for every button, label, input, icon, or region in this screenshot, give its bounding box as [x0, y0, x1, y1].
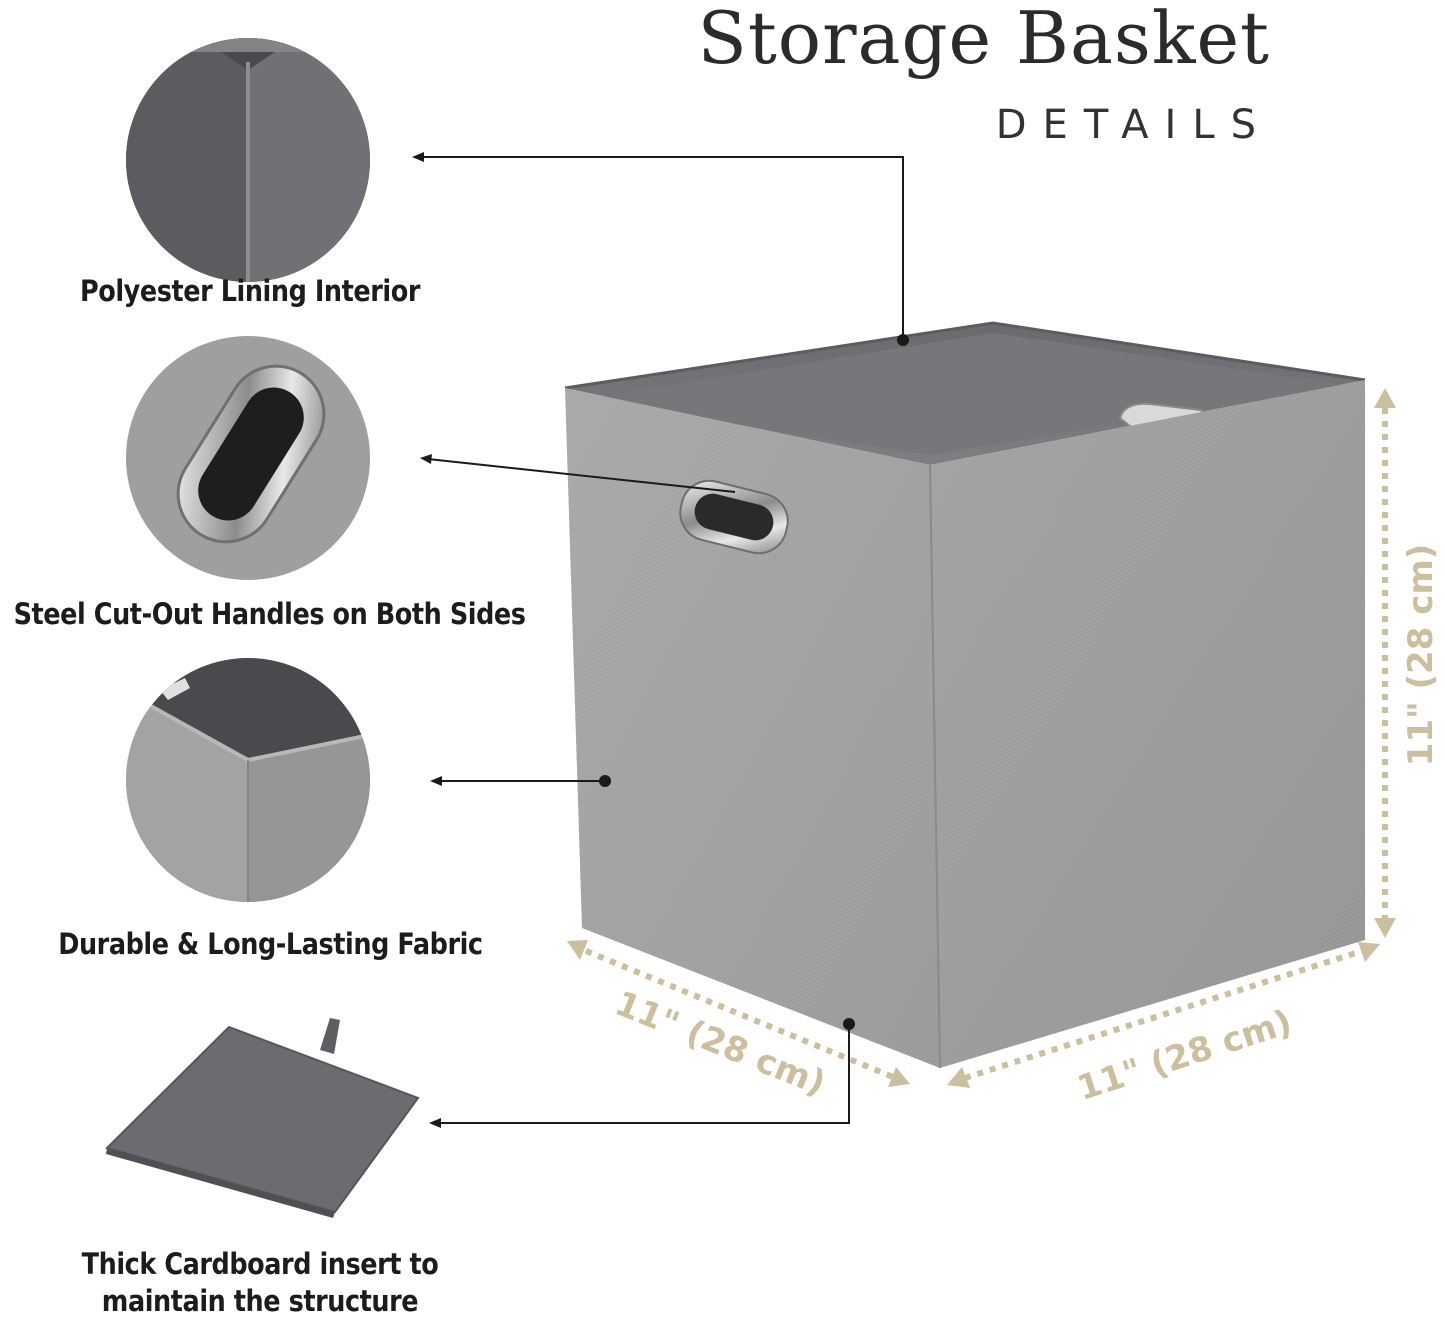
callout-line-insert: [437, 1024, 850, 1124]
callout-arrow-handle: [420, 454, 432, 464]
steel-handle-closeup-icon: [126, 336, 370, 580]
dimension-line-width: [964, 948, 1363, 1081]
dimension-arrow-height-bottom: [1374, 918, 1396, 938]
feature-label-handles: Steel Cut-Out Handles on Both Sides: [13, 597, 526, 631]
feature-label-insert-line2: maintain the structure: [101, 1284, 419, 1318]
dimension-arrow-width-start: [947, 1067, 970, 1088]
page-title: Storage Basket: [697, 0, 1270, 80]
callout-dot-insert: [843, 1018, 855, 1030]
cardboard-insert-icon: [105, 1018, 420, 1218]
fabric-corner-closeup-icon: [126, 658, 370, 902]
callout-arrow-fabric: [430, 776, 442, 786]
dimension-arrow-height-top: [1374, 388, 1396, 408]
storage-basket-image: [564, 321, 1366, 1069]
callout-dot-lining: [897, 334, 909, 346]
page-subtitle: DETAILS: [995, 102, 1272, 148]
feature-label-insert-line1: Thick Cardboard insert to: [81, 1247, 439, 1281]
callout-arrow-insert: [429, 1118, 441, 1128]
dimension-arrow-depth-end: [888, 1067, 910, 1087]
callout-line-handle: [427, 458, 736, 493]
dimension-label-width: 11" (28 cm): [1073, 1002, 1297, 1109]
callout-dot-fabric: [599, 775, 611, 787]
dimension-arrow-depth-start: [567, 940, 588, 960]
callout-line-lining: [420, 156, 904, 337]
callout-arrow-lining: [412, 152, 424, 162]
dimension-line-depth: [584, 948, 895, 1080]
dimension-label-height: 11" (28 cm): [1401, 544, 1441, 767]
feature-label-lining: Polyester Lining Interior: [80, 274, 420, 308]
dimension-arrow-width-end: [1358, 942, 1380, 962]
polyester-lining-closeup-icon: [126, 38, 370, 282]
basket-handle: [679, 479, 789, 555]
feature-label-fabric: Durable & Long-Lasting Fabric: [58, 927, 483, 961]
